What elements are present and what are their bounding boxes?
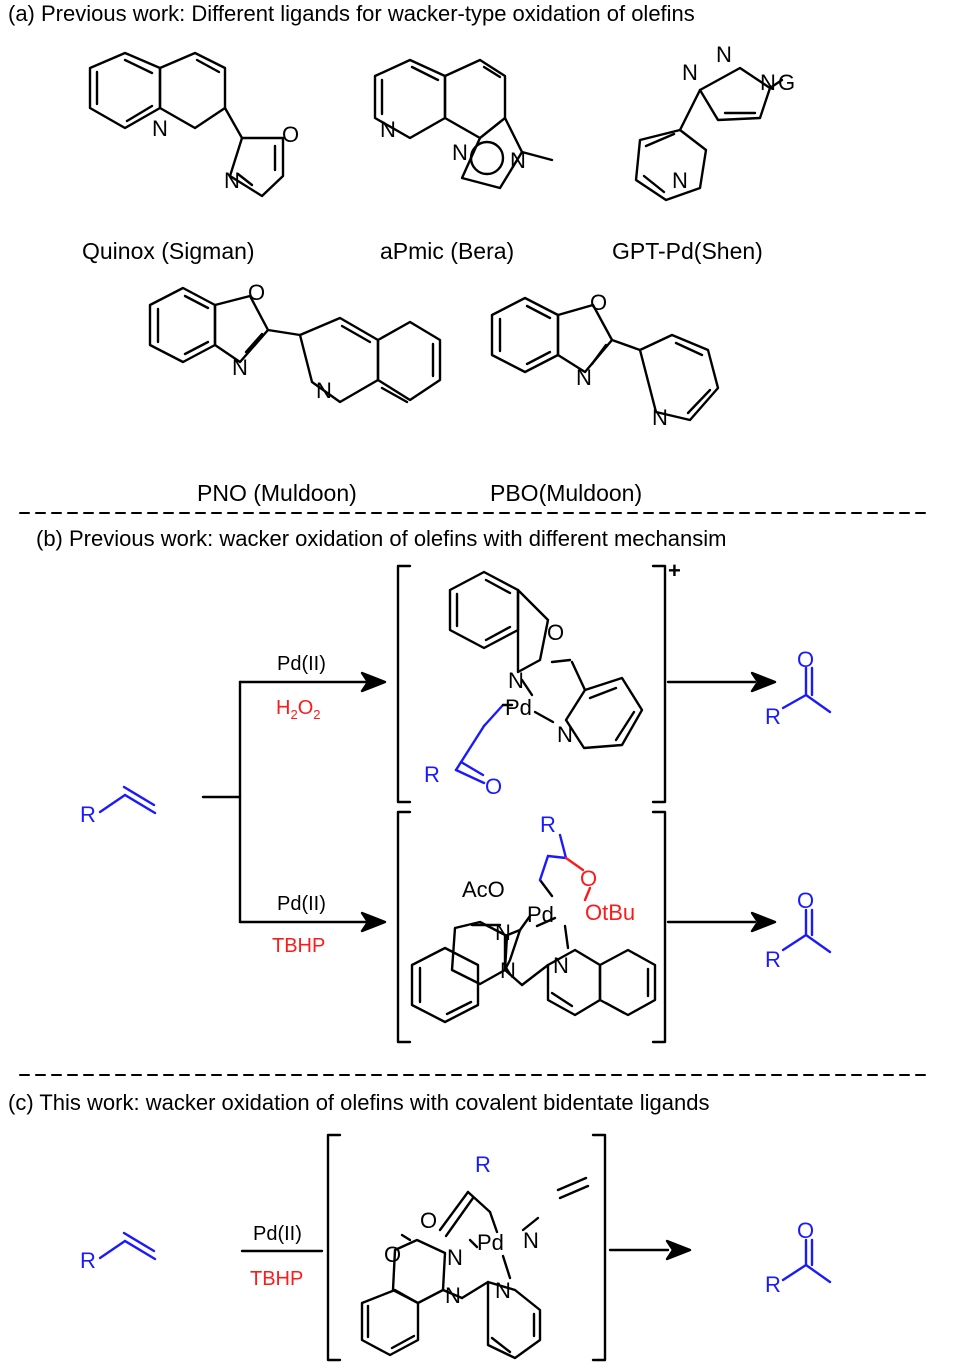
section-c-heading: (c) This work: wacker oxidation of olefi… (8, 1090, 710, 1115)
svg-text:O: O (580, 866, 597, 891)
svg-text:N: N (447, 1245, 463, 1270)
condition-h2o2: H2O2 (276, 697, 320, 722)
condition-tbhp-c: TBHP (250, 1268, 303, 1290)
svg-text:N: N (760, 70, 776, 95)
svg-text:O: O (797, 888, 814, 913)
structure-quinox (88, 51, 285, 198)
ligand-caption-apmic: aPmic (Bera) (380, 238, 515, 264)
svg-text:R: R (424, 762, 440, 787)
svg-text:Pd: Pd (505, 695, 532, 720)
svg-text:N: N (316, 378, 332, 403)
svg-text:R: R (540, 812, 556, 837)
svg-text:N: N (495, 1278, 511, 1303)
svg-text:R: R (765, 1272, 781, 1297)
svg-text:N: N (557, 722, 573, 747)
svg-text:Pd: Pd (477, 1230, 504, 1255)
substrate-olefin-b (98, 785, 157, 815)
svg-text:N: N (716, 42, 732, 67)
svg-text:N: N (452, 140, 468, 165)
svg-text:N: N (523, 1228, 539, 1253)
svg-text:N: N (224, 168, 240, 193)
svg-text:O: O (282, 122, 299, 147)
svg-text:R: R (80, 802, 96, 827)
ligand-caption-pno: PNO (Muldoon) (197, 480, 357, 506)
substrate-olefin-c (98, 1231, 157, 1261)
product-ketone-top (781, 666, 832, 714)
svg-text:O: O (590, 290, 607, 315)
svg-text:N: N (652, 405, 668, 430)
section-a-heading: (a) Previous work: Different ligands for… (8, 1, 695, 26)
svg-text:N: N (152, 116, 168, 141)
condition-catalyst-top: Pd(II) (277, 653, 326, 675)
svg-text:O: O (485, 774, 502, 799)
svg-text:N: N (232, 355, 248, 380)
complex-indazole-pd (410, 878, 657, 1024)
section-b-heading: (b) Previous work: wacker oxidation of o… (36, 526, 727, 551)
condition-catalyst-bottom: Pd(II) (277, 893, 326, 915)
svg-text:O: O (384, 1242, 401, 1267)
condition-catalyst-c: Pd(II) (253, 1223, 302, 1245)
structure-pbo (490, 296, 720, 422)
ligand-caption-quinox: Quinox (Sigman) (82, 238, 255, 264)
svg-text:N: N (553, 953, 569, 978)
svg-text:O: O (797, 1218, 814, 1243)
svg-text:OtBu: OtBu (585, 900, 635, 925)
svg-text:R: R (80, 1248, 96, 1273)
svg-text:N: N (380, 117, 396, 142)
svg-text:AcO: AcO (462, 877, 505, 902)
svg-text:O: O (420, 1208, 437, 1233)
complex-pbo-pd (448, 570, 644, 750)
svg-text:Pd: Pd (527, 902, 554, 927)
svg-text:N: N (576, 365, 592, 390)
svg-text:R: R (765, 947, 781, 972)
product-ketone-bottom (781, 908, 832, 954)
svg-text:R: R (765, 704, 781, 729)
ligand-caption-gpt: GPT-Pd(Shen) (612, 238, 763, 264)
svg-text:N: N (500, 958, 516, 983)
ligand-caption-pbo: PBO(Muldoon) (490, 480, 643, 506)
cation-charge: + (668, 558, 681, 583)
structure-pno (148, 286, 442, 404)
svg-text:N: N (445, 1283, 461, 1308)
svg-text:N: N (495, 920, 511, 945)
svg-text:G: G (778, 70, 795, 95)
svg-text:N: N (510, 148, 526, 173)
structure-apmic (373, 58, 554, 190)
structure-gpt (634, 66, 784, 202)
condition-tbhp-b: TBHP (272, 935, 325, 957)
svg-text:O: O (547, 620, 564, 645)
svg-text:N: N (682, 60, 698, 85)
svg-text:O: O (797, 647, 814, 672)
svg-text:N: N (508, 668, 524, 693)
svg-text:N: N (672, 168, 688, 193)
svg-text:R: R (475, 1152, 491, 1177)
complex-this-work (360, 1176, 590, 1360)
svg-text:O: O (248, 280, 265, 305)
